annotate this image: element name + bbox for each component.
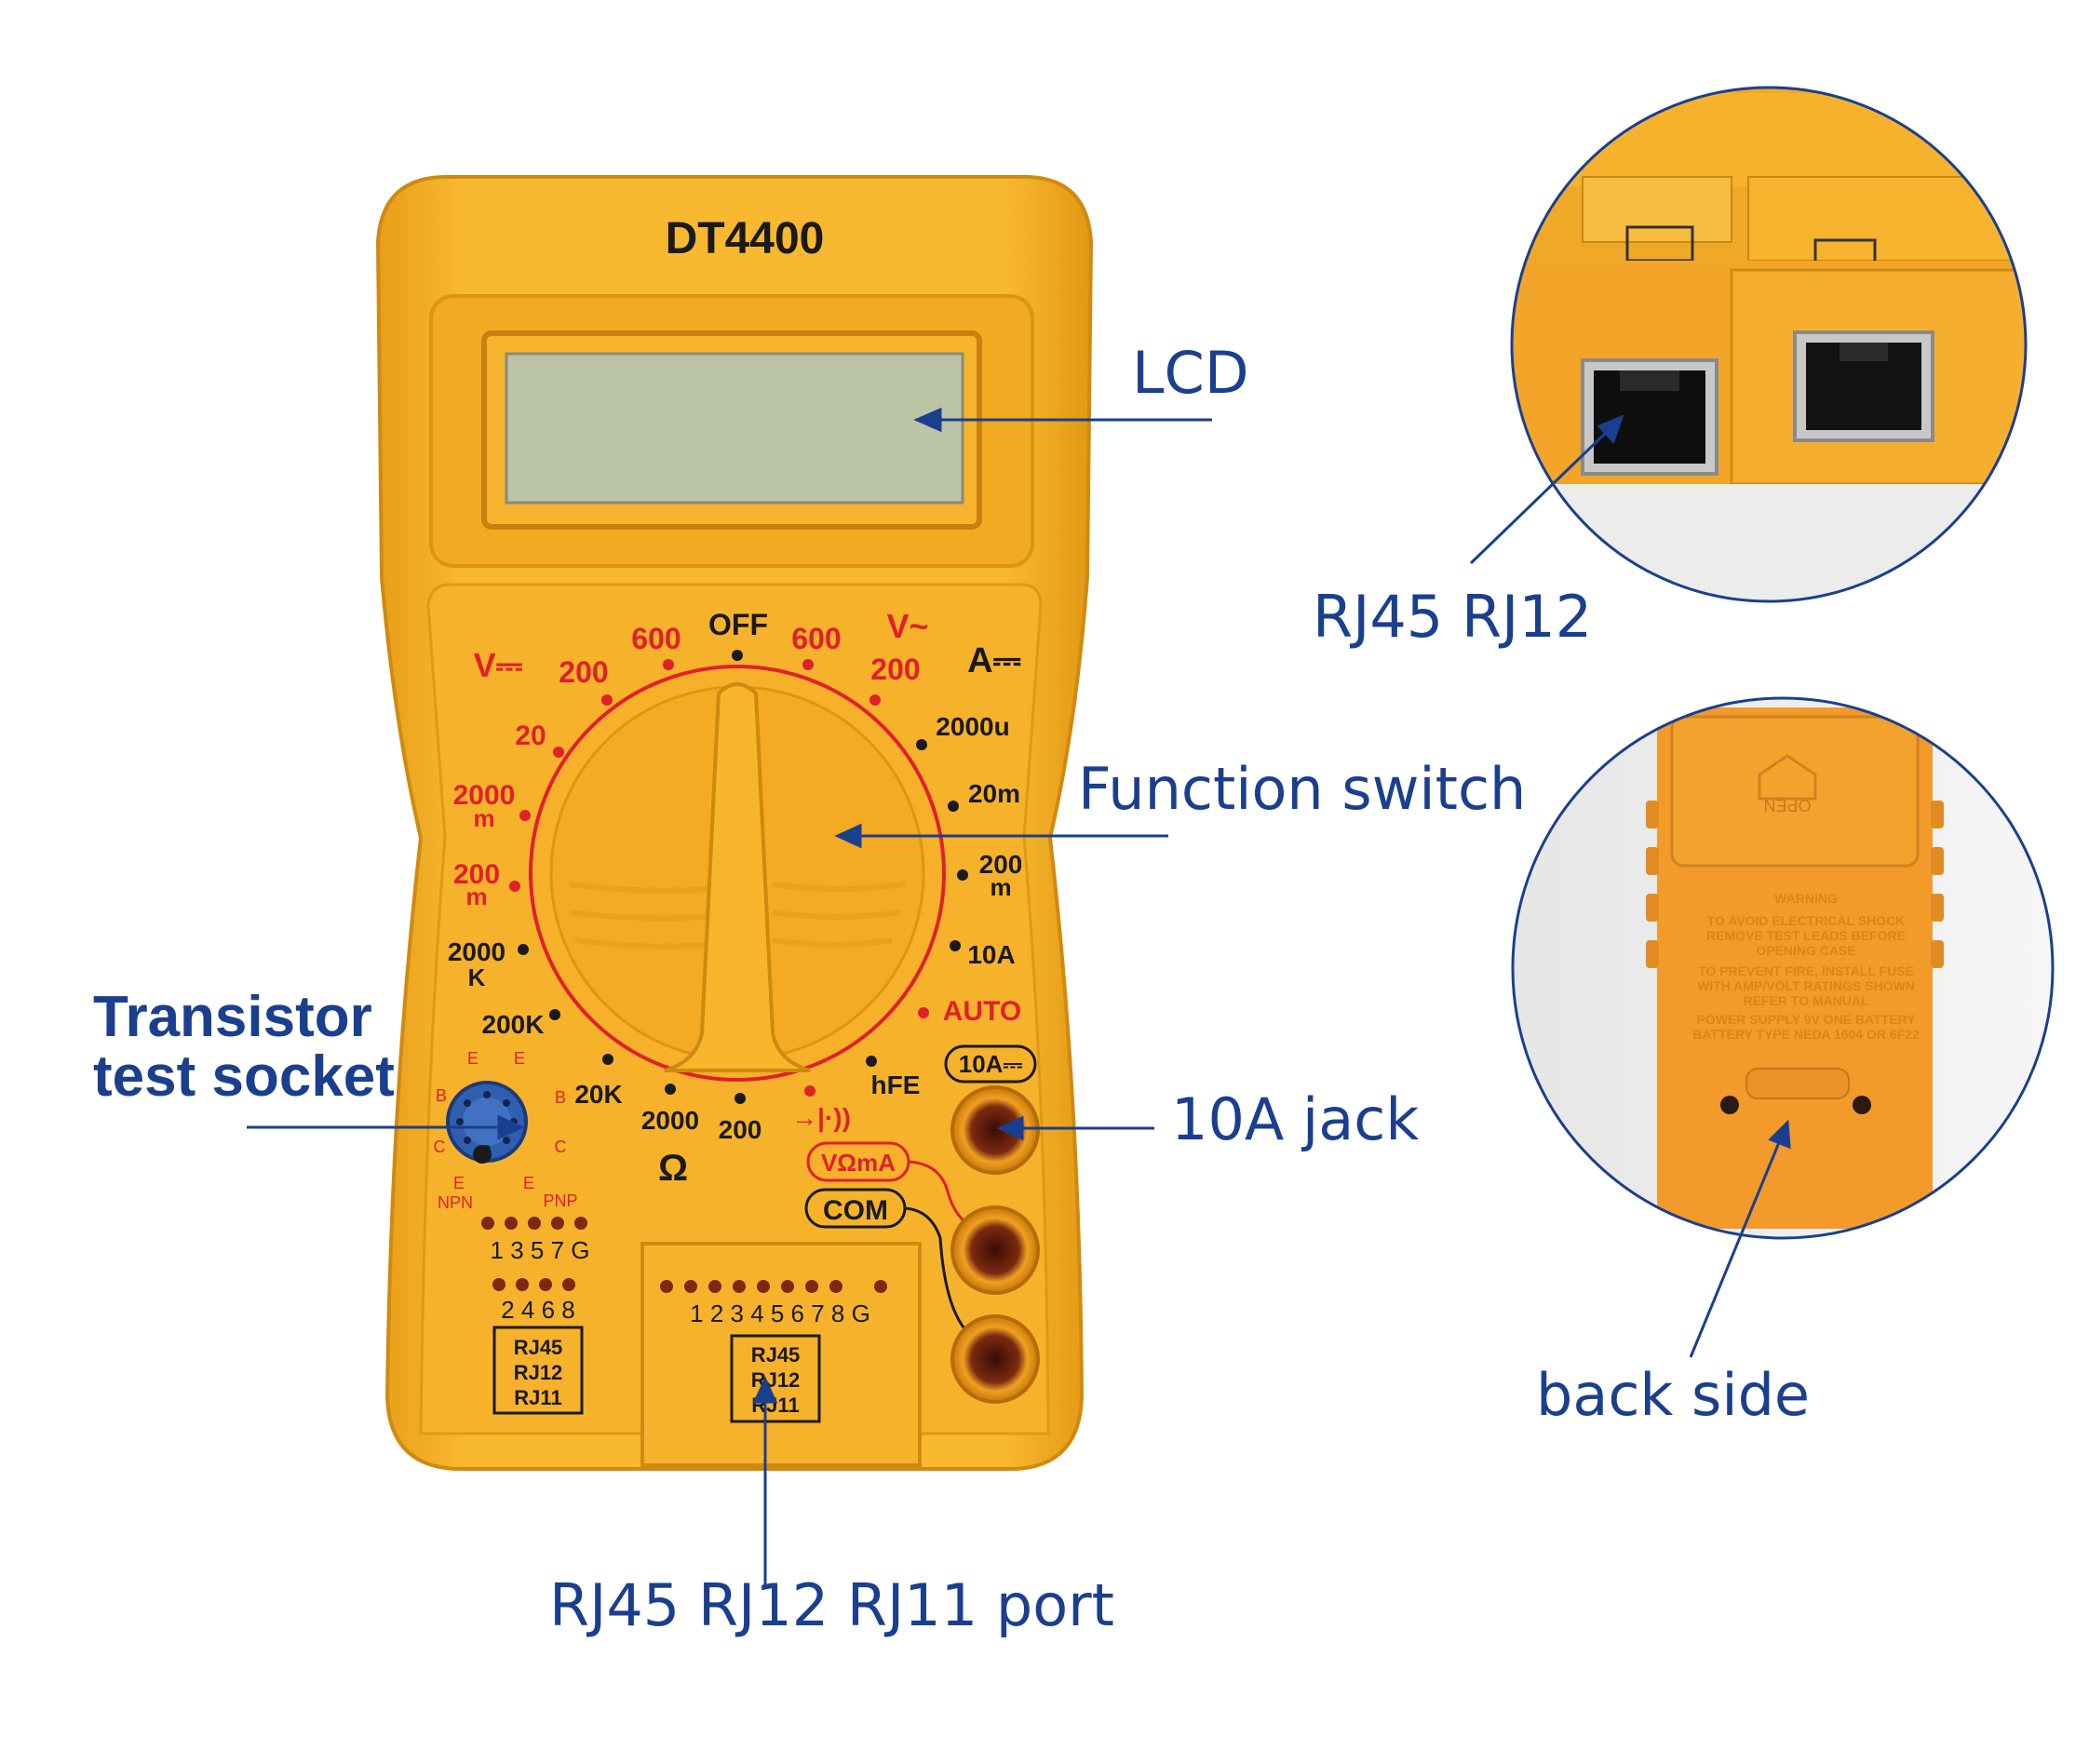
svg-text:10A⎓: 10A⎓: [959, 1050, 1023, 1078]
callout-rj45-rj12: RJ45 RJ12: [1313, 583, 1593, 651]
svg-text:K: K: [468, 963, 486, 991]
svg-text:200: 200: [453, 859, 500, 890]
svg-text:Ω: Ω: [658, 1148, 688, 1189]
svg-text:TO AVOID ELECTRICAL SHOCK: TO AVOID ELECTRICAL SHOCK: [1707, 913, 1906, 928]
rj-port-cover: 1 2 3 4 5 6 7 8 G RJ45 RJ12 RJ11: [640, 1242, 922, 1467]
svg-text:E: E: [523, 1174, 534, 1192]
svg-text:COM: COM: [823, 1195, 888, 1226]
svg-text:BATTERY TYPE NEDA 1604 OR 6F22: BATTERY TYPE NEDA 1604 OR 6F22: [1692, 1027, 1920, 1042]
vohm-jack: [950, 1205, 1040, 1295]
svg-text:hFE: hFE: [871, 1071, 921, 1099]
svg-text:V~: V~: [886, 607, 928, 645]
svg-text:OPENING CASE: OPENING CASE: [1756, 943, 1855, 958]
svg-text:200: 200: [979, 850, 1023, 879]
callout-10a-jack: 10A jack: [1171, 1085, 1420, 1153]
svg-text:1 3 5 7 G: 1 3 5 7 G: [491, 1236, 590, 1264]
callout-lcd: LCD: [1132, 339, 1249, 407]
svg-text:m: m: [465, 882, 487, 910]
lcd-screen: [505, 352, 964, 505]
svg-text:200K: 200K: [482, 1010, 545, 1039]
model-label: DT4400: [666, 214, 825, 263]
svg-text:AUTO: AUTO: [943, 996, 1021, 1027]
svg-text:600: 600: [791, 622, 841, 655]
svg-text:VΩmA: VΩmA: [821, 1149, 896, 1177]
svg-text:20m: 20m: [968, 779, 1020, 808]
svg-text:2000u: 2000u: [936, 712, 1009, 741]
svg-text:E: E: [467, 1049, 478, 1068]
svg-text:WITH AMP/VOLT RATINGS SHOWN: WITH AMP/VOLT RATINGS SHOWN: [1697, 978, 1915, 993]
svg-text:RJ12: RJ12: [751, 1368, 801, 1392]
svg-text:RJ45: RJ45: [514, 1336, 563, 1359]
dial-knob-pointer: [664, 682, 811, 1072]
callout-transistor-line1: Transistor: [93, 985, 372, 1049]
jack-labels: 10A⎓ VΩmA COM: [804, 1044, 1037, 1342]
multimeter-body: DT4400 OFF V⎓ V~ A⎓ 600 200 20 2000 m 20…: [375, 175, 1094, 1471]
callout-back-side: back side: [1536, 1361, 1811, 1429]
svg-text:NPN: NPN: [438, 1193, 473, 1212]
svg-text:2 4 6 8: 2 4 6 8: [501, 1296, 575, 1324]
svg-text:V⎓: V⎓: [474, 646, 523, 684]
dial-labels: OFF V⎓ V~ A⎓ 600 200 20 2000 m 200 m 200…: [448, 607, 1023, 1189]
svg-text:OFF: OFF: [708, 608, 768, 641]
svg-text:200: 200: [870, 653, 920, 686]
svg-text:10A: 10A: [967, 940, 1015, 969]
transistor-socket: E E B B C C E E NPN PNP: [434, 1049, 578, 1212]
svg-text:POWER SUPPLY 9V ONE BATTERY: POWER SUPPLY 9V ONE BATTERY: [1697, 1012, 1917, 1027]
com-jack: [950, 1314, 1040, 1404]
svg-text:PNP: PNP: [543, 1192, 577, 1210]
svg-text:m: m: [473, 804, 494, 832]
svg-text:600: 600: [631, 622, 681, 655]
svg-text:2000: 2000: [453, 780, 516, 811]
svg-text:20K: 20K: [574, 1080, 622, 1109]
svg-text:200: 200: [719, 1115, 762, 1144]
dial-position-dots: [509, 650, 968, 1104]
svg-text:RJ45: RJ45: [751, 1343, 801, 1367]
svg-text:20: 20: [515, 720, 546, 751]
svg-text:A⎓: A⎓: [967, 641, 1021, 680]
svg-text:RJ12: RJ12: [514, 1361, 563, 1384]
svg-text:TO PREVENT FIRE, INSTALL FUSE: TO PREVENT FIRE, INSTALL FUSE: [1698, 963, 1914, 978]
svg-text:OPEN: OPEN: [1763, 796, 1811, 815]
svg-text:B: B: [555, 1088, 566, 1107]
callout-transistor-line2: test socket: [93, 1044, 395, 1109]
svg-text:E: E: [453, 1174, 465, 1192]
svg-text:WARNING: WARNING: [1774, 891, 1838, 906]
test-jacks: [950, 1085, 1040, 1404]
svg-text:2000: 2000: [448, 937, 505, 966]
callout-function-switch: Function switch: [1078, 755, 1527, 823]
callout-arrows: [247, 407, 1791, 1588]
svg-text:m: m: [990, 873, 1011, 901]
svg-text:E: E: [514, 1049, 525, 1068]
svg-text:200: 200: [559, 655, 608, 689]
svg-text:B: B: [436, 1086, 447, 1105]
svg-text:1 2 3 4 5 6 7 8 G: 1 2 3 4 5 6 7 8 G: [690, 1299, 870, 1327]
left-pin-array: 1 3 5 7 G 2 4 6 8 RJ45 RJ12 RJ11: [481, 1217, 590, 1415]
svg-text:REFER TO MANUAL: REFER TO MANUAL: [1743, 993, 1869, 1008]
svg-text:→|·)): →|·)): [791, 1103, 851, 1132]
svg-text:REMOVE TEST LEADS BEFORE: REMOVE TEST LEADS BEFORE: [1706, 928, 1906, 943]
svg-text:RJ11: RJ11: [514, 1386, 561, 1409]
dial-grip-lines: [569, 882, 906, 949]
svg-text:C: C: [555, 1138, 567, 1156]
callout-rj-port: RJ45 RJ12 RJ11 port: [549, 1571, 1114, 1639]
svg-text:2000: 2000: [641, 1106, 699, 1135]
back-side-inset: OPEN WARNING TO AVOID ELECTRICAL SHOCK R…: [1511, 696, 2055, 1240]
rj-ports-inset: [1510, 86, 2028, 603]
ten-a-jack: [950, 1085, 1040, 1175]
svg-text:C: C: [434, 1138, 446, 1156]
